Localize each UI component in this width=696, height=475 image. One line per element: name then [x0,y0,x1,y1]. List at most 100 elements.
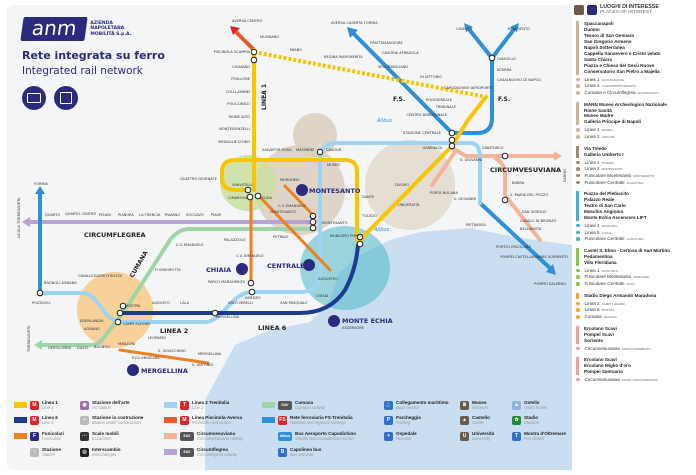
page-title: Rete integrata su ferro [22,49,165,62]
station-label: MUGNANO [260,35,279,39]
station-label: CASORIA AFRAGOLA [382,51,419,55]
bullet-icon [576,180,580,185]
bullet-icon [576,301,580,306]
station-label: LA TRENCIA [139,213,161,217]
company-name: AZIENDA NAPOLETANA MOBILITÀ S.p.A. [90,21,131,37]
interchange-marker [448,136,456,144]
bullet-icon [576,223,580,228]
station-label: CANCELLO [497,57,516,61]
access-station: MONTESANTO [633,173,655,178]
access-station: FUGA [626,282,635,287]
station-label: POMPEI CASTELLAMMARE SORRENTO [500,255,568,259]
bullet-icon [576,84,580,88]
legend-title: Stazione [42,447,61,452]
legend-icon: ▲ [460,415,469,425]
station-label: PARCO MARGHERITA [208,280,245,284]
place-item: Stadio Diego Armando Maradona [584,292,657,298]
legend-icon: ✿ [512,415,521,425]
legend-title: Linea 2 Trenitalia [192,400,230,405]
logo-text: anm [20,16,89,41]
place-item: Villa Floridiana [584,259,617,265]
station-label: S. GIOACCHINO [158,349,186,353]
interchange-marker [316,148,324,156]
legend-subtitle: National and regional railways [290,420,346,425]
station-label: C.V. EMANUELE [176,243,204,247]
access-station: MUSEO [601,128,613,133]
legend-subtitle: Castle [472,420,484,425]
station-label: MOSTRA [125,304,141,308]
access-station: MORGHEN [633,275,649,280]
access-line-name: Funicolare Montesanto [584,172,632,178]
legend-title: Castello [472,415,490,420]
legend-icon: P [384,415,393,425]
station-label: RIONE ALTO [229,115,251,119]
place-item: Conservatorio San Pietro a Majella [584,68,660,74]
station-label: AVERSA CASERTA FORMIA [331,21,378,25]
legend-swatch [262,433,275,439]
access-line-name: Linea 6 [584,307,600,313]
legend-title: Stazione dell'arte [92,400,130,405]
funicular-centrale-label: CENTRALE [267,262,305,270]
station-label: AMEDEO [245,296,261,300]
legend-icon: ⚓ [384,400,393,410]
line-1-extension [253,50,487,99]
arrow-formia [35,186,45,194]
legend-icon: • [80,415,89,425]
label-linea-2: LINEA 2 [160,327,188,335]
access-line-name: Funicolare Centrale [584,281,625,287]
validator-icon[interactable] [54,86,78,110]
station-label: MANZONI [118,342,135,346]
access-station: CAVOUR/MONTESANTO [601,84,637,89]
station-label: PETRAIO [273,235,289,239]
bullet-icon [576,377,580,382]
legend-icon: ⋯ [80,431,89,441]
funicular-icon [303,259,315,271]
bullet-icon [576,173,580,178]
legend-subtitle: Parking [396,420,411,425]
arrow-pompei [546,264,556,275]
legend-swatch [262,417,275,423]
access-line-name: Cumana [584,314,602,320]
station-label: ACERRA [497,68,512,72]
access-line-name: Circumvesuviana [584,345,620,351]
place-item: Via Toledo [584,145,607,151]
legend-title: Università [472,431,495,436]
bullet-icon [576,315,580,319]
ticket-icon[interactable] [22,86,46,110]
station-label: QUARTO [45,213,60,217]
place-item: Ercolano Miglio d'oro [584,363,631,369]
place-item: Ercolano Scavi [584,357,617,363]
access-line-name: Linea 1 [584,76,600,82]
funicular-centrale [257,194,332,272]
station-label: MONTESANTO [270,210,296,214]
legend-title: Scale mobili [92,431,119,436]
legend-swatch [14,417,27,423]
legend-title: Rete ferroviaria FS-Trenitalia [290,415,353,420]
interchanges [36,48,509,326]
line-2 [38,141,482,324]
place-item: Palazzo Reale [584,197,615,203]
station-label: P.CO ANGELINA [132,356,160,360]
bullet-icon [576,237,580,241]
bullet-icon [576,91,580,95]
legend-icon: T [180,400,189,410]
place-item: Napoli Sotterranea [584,45,625,51]
area-fuorigrotta [77,272,153,348]
legend-icon: + [384,431,393,441]
legend-icon: ◎ [80,447,89,457]
interchange-marker [248,288,256,296]
station-label: BELLAVISTA [520,227,542,231]
label-alibus: Alibus [376,118,393,124]
legend-title: Funicolari [42,431,64,436]
